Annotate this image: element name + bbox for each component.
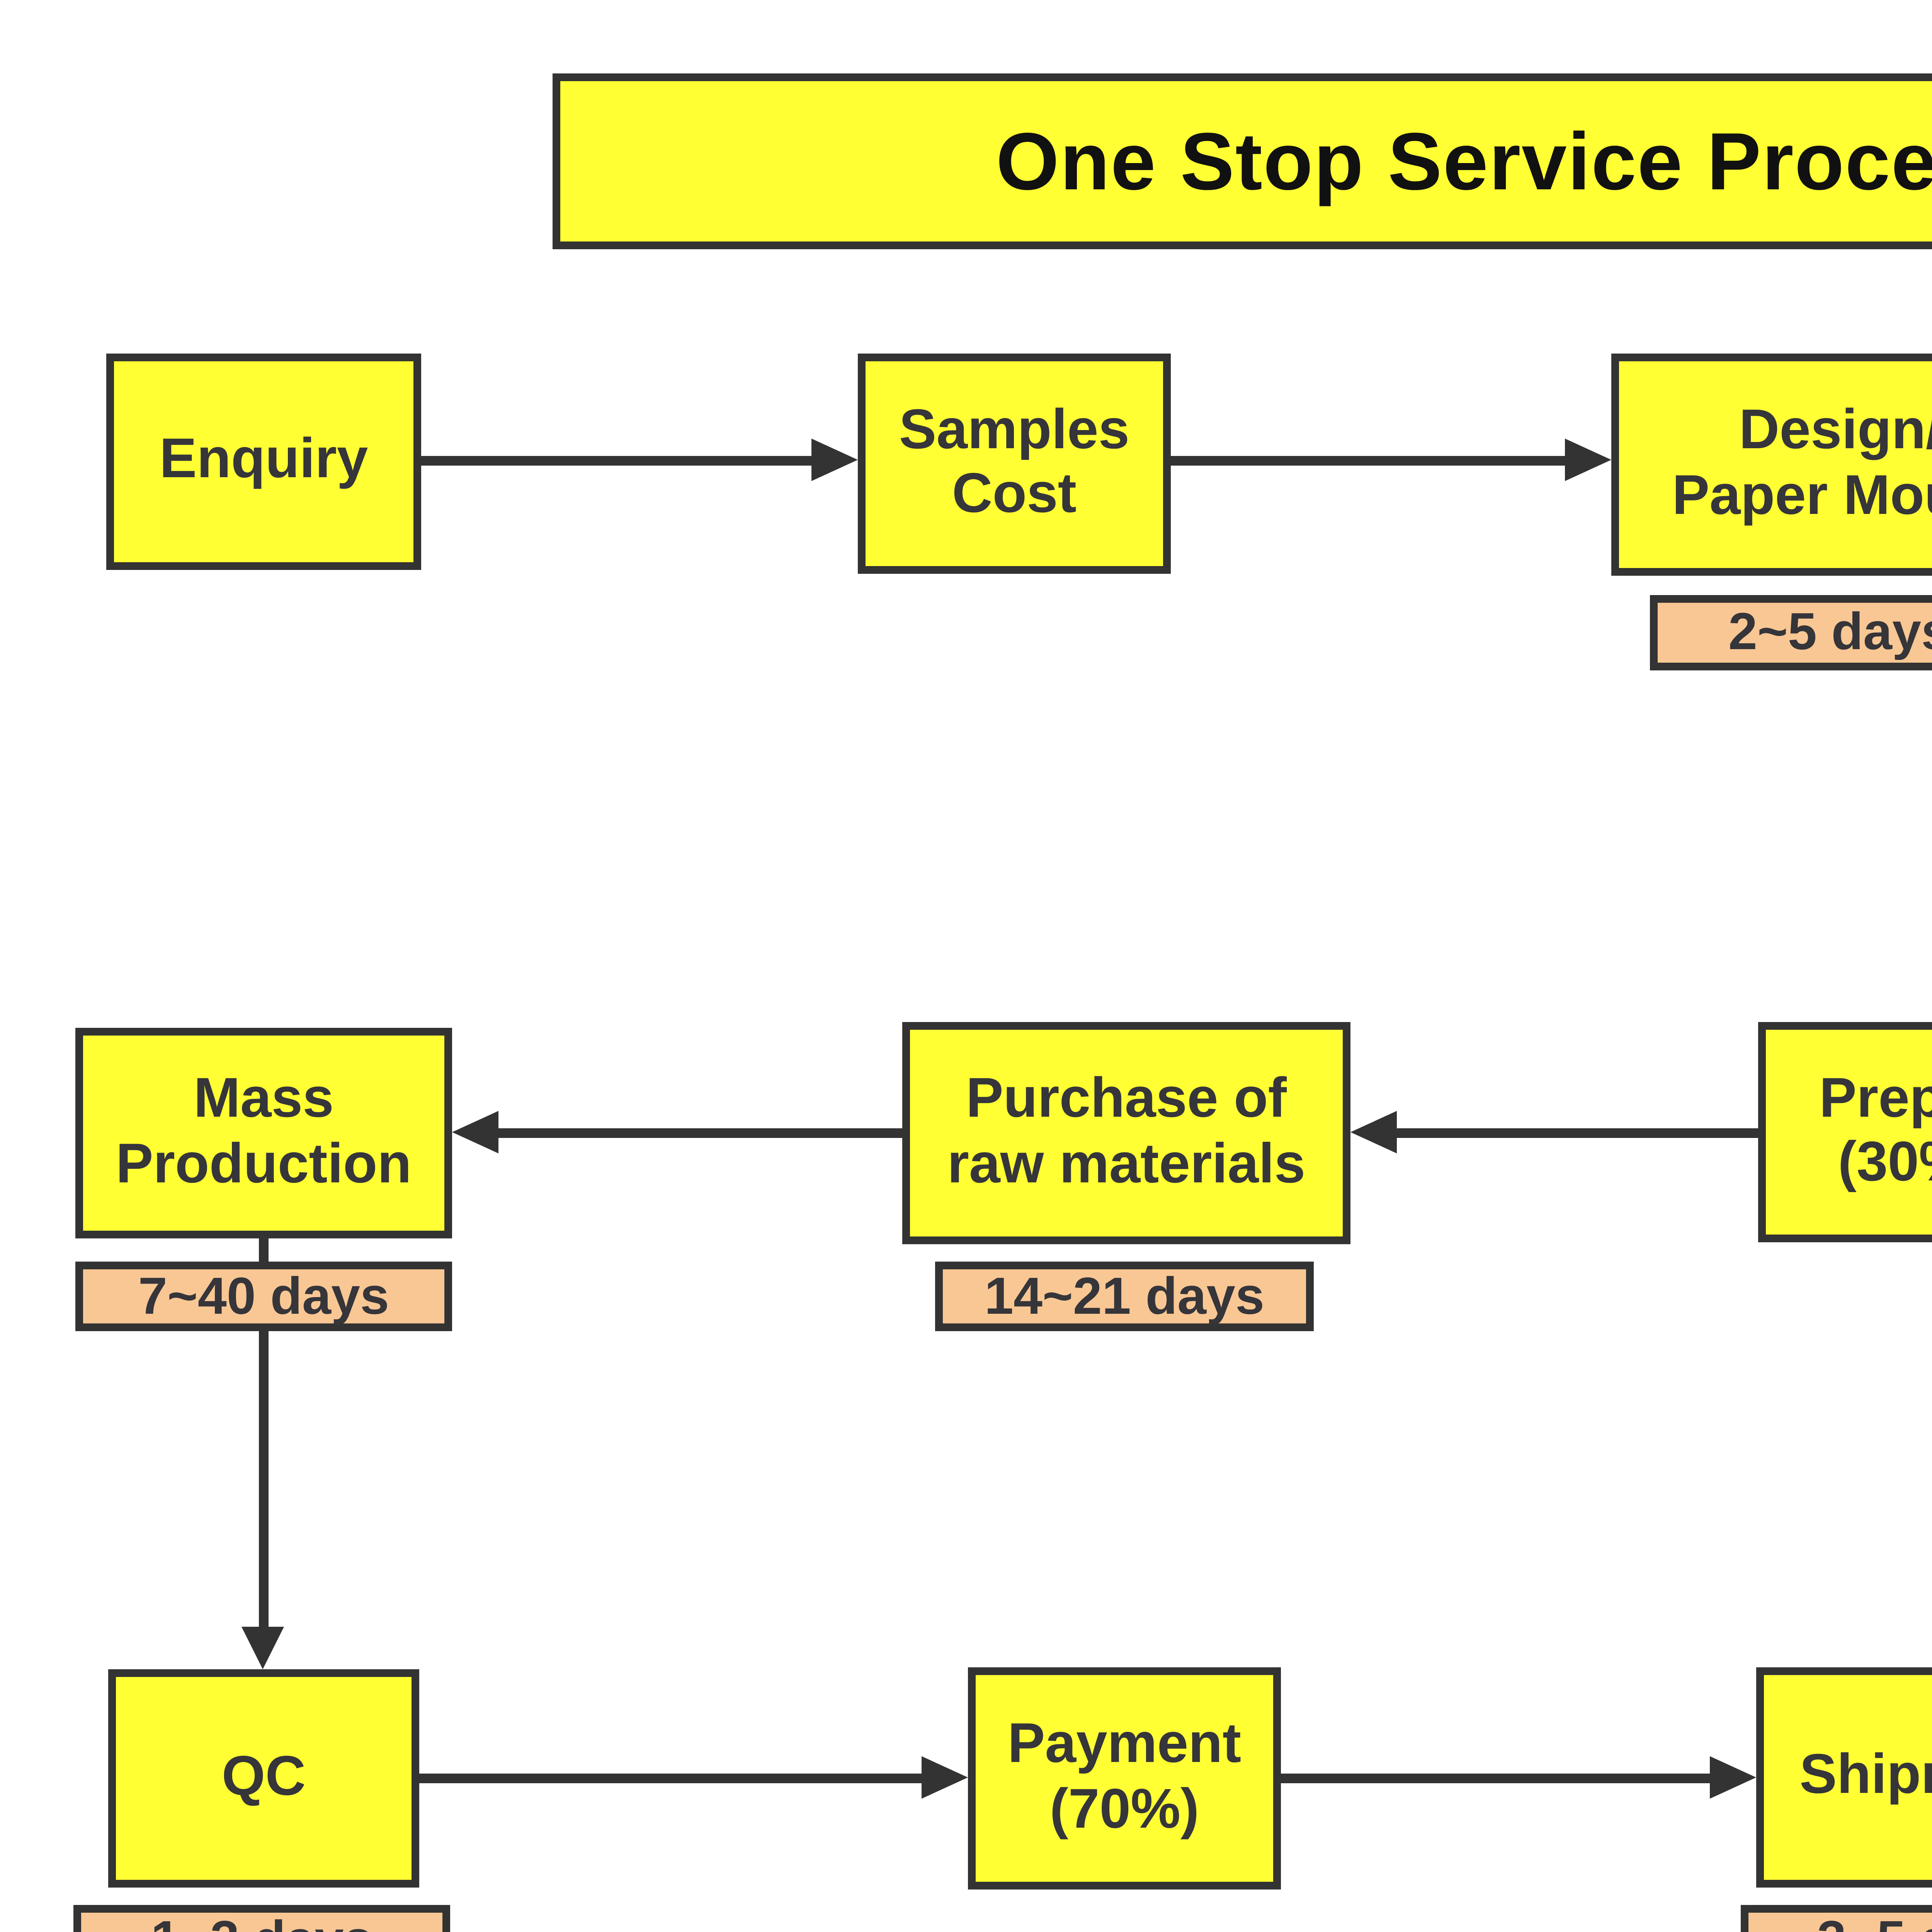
diagram-title: One Stop Service Process: [553, 73, 1932, 249]
node-mass-production-label: Mass Production: [116, 1068, 412, 1195]
arrow-purchase-to-mass-production-head: [452, 1111, 498, 1153]
duration-shipment: 3~5 days: [1741, 1905, 1932, 1932]
arrow-enquiry-to-samples-cost-head: [811, 439, 858, 481]
node-qc: QC: [108, 1669, 419, 1888]
node-shipment-label: Shipment: [1799, 1745, 1932, 1807]
duration-qc-label: 1~3 days: [151, 1910, 372, 1932]
node-samples-cost: Samples Cost: [858, 354, 1171, 574]
arrow-qc-to-payment-line: [419, 1774, 922, 1783]
arrow-prepay-to-purchase-head: [1350, 1111, 1397, 1153]
node-payment: Payment (70%): [968, 1667, 1281, 1889]
duration-design-paper-mould-label: 2~5 days: [1728, 603, 1932, 661]
node-shipment: Shipment: [1756, 1667, 1932, 1888]
arrow-qc-to-payment-head: [922, 1756, 968, 1799]
duration-purchase-raw-materials: 14~21 days: [935, 1262, 1314, 1331]
node-mass-production: Mass Production: [75, 1028, 452, 1238]
node-qc-label: QC: [221, 1746, 306, 1808]
node-purchase-raw-materials: Purchase of raw materials: [902, 1022, 1350, 1244]
duration-mass-production-label: 7~40 days: [138, 1266, 389, 1325]
duration-design-paper-mould: 2~5 days: [1650, 595, 1932, 670]
arrow-samples-cost-to-design-head: [1565, 439, 1611, 481]
node-design-paper-mould: Design/ Paper Mould: [1611, 354, 1932, 576]
duration-qc: 1~3 days: [73, 1905, 450, 1932]
duration-mass-production: 7~40 days: [75, 1262, 452, 1331]
arrow-samples-cost-to-design-line: [1171, 456, 1565, 466]
arrow-mass-production-to-qc-head: [242, 1627, 284, 1669]
duration-purchase-raw-materials-label: 14~21 days: [984, 1266, 1265, 1325]
arrow-enquiry-to-samples-cost-line: [421, 456, 811, 466]
node-purchase-raw-materials-label: Purchase of raw materials: [947, 1068, 1306, 1195]
node-enquiry: Enquiry: [106, 354, 421, 570]
node-prepay-label: Prepay (30%): [1819, 1068, 1932, 1194]
arrow-prepay-to-purchase-line: [1397, 1128, 1758, 1138]
diagram-title-label: One Stop Service Process: [996, 115, 1932, 206]
node-payment-label: Payment (70%): [1007, 1714, 1242, 1840]
node-design-paper-mould-label: Design/ Paper Mould: [1672, 400, 1932, 527]
arrow-purchase-to-mass-production-line: [498, 1128, 902, 1138]
node-enquiry-label: Enquiry: [159, 429, 368, 492]
arrow-payment-to-shipment-head: [1710, 1756, 1756, 1799]
node-prepay: Prepay (30%): [1758, 1022, 1932, 1242]
arrow-payment-to-shipment-line: [1281, 1774, 1710, 1783]
duration-shipment-label: 3~5 days: [1817, 1910, 1932, 1932]
node-samples-cost-label: Samples Cost: [899, 399, 1130, 526]
